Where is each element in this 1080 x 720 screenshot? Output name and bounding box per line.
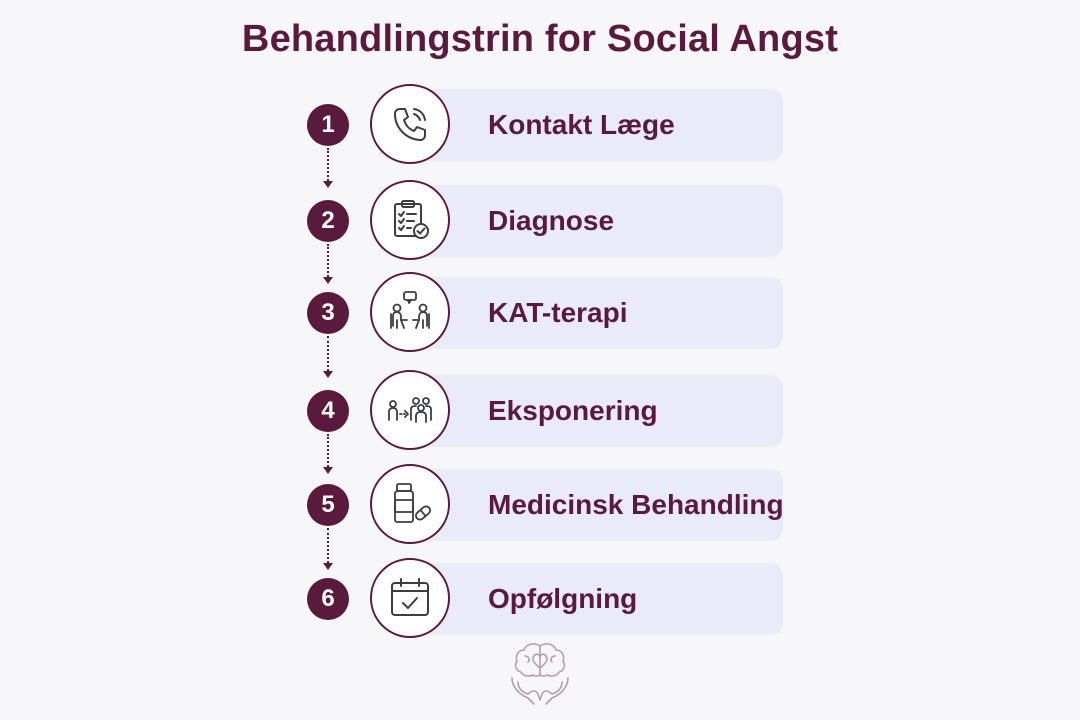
step-label: KAT-terapi: [488, 297, 628, 328]
step-number: 4: [307, 390, 349, 432]
clipboard-check-icon: [370, 180, 450, 260]
step-label: Diagnose: [488, 205, 615, 236]
step-bar: [420, 185, 783, 257]
arrow-connector: [323, 434, 333, 474]
arrow-connector: [323, 148, 333, 188]
step-2: 2 Diagnose: [0, 180, 1080, 262]
step-number: 2: [307, 200, 349, 242]
step-number: 3: [307, 292, 349, 334]
step-bar: [420, 89, 783, 161]
phone-icon: [370, 84, 450, 164]
step-bar: [420, 277, 783, 349]
step-6: 6 Opfølgning: [0, 558, 1080, 640]
calendar-check-icon: [370, 558, 450, 638]
brain-heart-hands-logo: [504, 638, 576, 710]
therapy-session-icon: [370, 272, 450, 352]
step-bar: [420, 469, 783, 541]
step-1: 1 Kontakt Læge: [0, 84, 1080, 166]
step-number: 6: [307, 578, 349, 620]
step-label: Kontakt Læge: [488, 109, 675, 140]
page-title: Behandlingstrin for Social Angst: [241, 18, 839, 60]
person-to-group-icon: [370, 370, 450, 450]
step-number: 5: [307, 484, 349, 526]
medicine-bottle-icon: [370, 464, 450, 544]
step-label: Medicinsk Behandling: [488, 489, 784, 520]
arrow-connector: [323, 528, 333, 570]
step-bar: [420, 563, 783, 635]
step-bar: [420, 375, 783, 447]
step-number: 1: [307, 104, 349, 146]
step-label: Eksponering: [488, 395, 658, 426]
arrow-connector: [323, 336, 333, 378]
arrow-connector: [323, 244, 333, 284]
step-5: 5 Medicinsk Behandling: [0, 464, 1080, 546]
step-3: 3 KAT-terapi: [0, 272, 1080, 354]
step-label: Opfølgning: [488, 583, 638, 614]
step-4: 4 Eksponering: [0, 370, 1080, 452]
